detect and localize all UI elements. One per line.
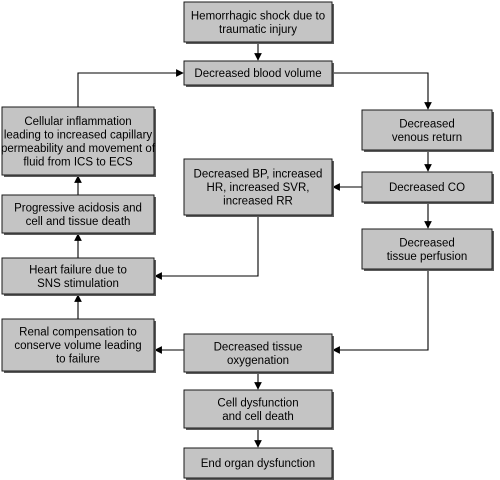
box-blood-volume: Decreased blood volume	[183, 60, 334, 87]
box-label-line: Cellular inflammation	[24, 116, 131, 128]
arrows	[74, 42, 432, 448]
box-label-line: Decreased	[399, 237, 455, 249]
box-acidosis: Progressive acidosis and cell and tissue …	[1, 194, 156, 235]
box-frame	[183, 389, 333, 429]
box-label-line: and cell death	[222, 411, 294, 423]
box-perfusion: Decreased tissue perfusion	[361, 228, 494, 271]
box-label-line: Decreased CO	[389, 182, 465, 194]
box-label-line: Decreased tissue	[214, 341, 303, 353]
box-frame	[1, 194, 155, 234]
box-frame	[361, 171, 493, 203]
box-frame	[183, 333, 333, 373]
box-frame	[183, 447, 333, 479]
box-shock: Hemorrhagic shock due to traumatic injury	[183, 1, 334, 44]
box-label-line: permeability and movement of	[1, 143, 156, 155]
box-label-line: tissue perfusion	[387, 251, 468, 263]
box-frame	[183, 60, 333, 86]
box-label-line: Decreased BP, increased	[194, 169, 323, 181]
box-frame	[361, 228, 493, 270]
box-label-line: SNS stimulation	[37, 278, 119, 290]
box-co: Decreased CO	[361, 171, 494, 204]
box-heart-failure: Heart failure due to SNS stimulation	[1, 257, 156, 296]
box-label-line: Decreased	[399, 118, 455, 130]
box-label-line: to failure	[56, 354, 100, 366]
box-frame	[1, 257, 155, 295]
arrow-vitals-to-heart-failure	[154, 217, 259, 280]
box-oxygenation: Decreased tissue oxygenation	[183, 333, 334, 374]
box-label-line: Heart failure due to	[29, 264, 127, 276]
box-label-line: End organ dysfunction	[201, 458, 315, 470]
box-frame	[183, 1, 333, 43]
box-label-line: increased RR	[223, 196, 293, 208]
box-end-organ: End organ dysfunction	[183, 447, 334, 480]
box-label-line: Cell dysfunction	[217, 397, 298, 409]
box-label-line: oxygenation	[227, 355, 289, 367]
box-label-line: Decreased blood volume	[194, 68, 321, 80]
box-label-line: venous return	[392, 132, 462, 144]
box-cell-death: Cell dysfunction and cell death	[183, 389, 334, 430]
box-label-line: conserve volume leading	[14, 340, 141, 352]
box-label-line: Progressive acidosis and	[14, 202, 142, 214]
arrow-inflammation-to-blood-volume	[77, 69, 184, 107]
arrow-perfusion-to-oxygenation	[332, 271, 429, 354]
box-frame	[361, 109, 493, 151]
box-frame	[1, 106, 155, 176]
box-label-line: cell and tissue death	[26, 216, 131, 228]
arrow-blood-volume-to-venous-return	[332, 72, 432, 110]
box-venous-return: Decreased venous return	[361, 109, 494, 152]
box-label-line: leading to increased capillary	[4, 129, 153, 141]
box-label-line: traumatic injury	[219, 24, 297, 36]
box-label-line: fluid from ICS to ECS	[23, 156, 133, 168]
box-label-line: HR, increased SVR,	[207, 182, 310, 194]
box-frame	[183, 158, 333, 216]
box-frame	[1, 318, 155, 372]
box-label-line: Renal compensation to	[19, 327, 137, 339]
box-label-line: Hemorrhagic shock due to	[191, 10, 325, 22]
